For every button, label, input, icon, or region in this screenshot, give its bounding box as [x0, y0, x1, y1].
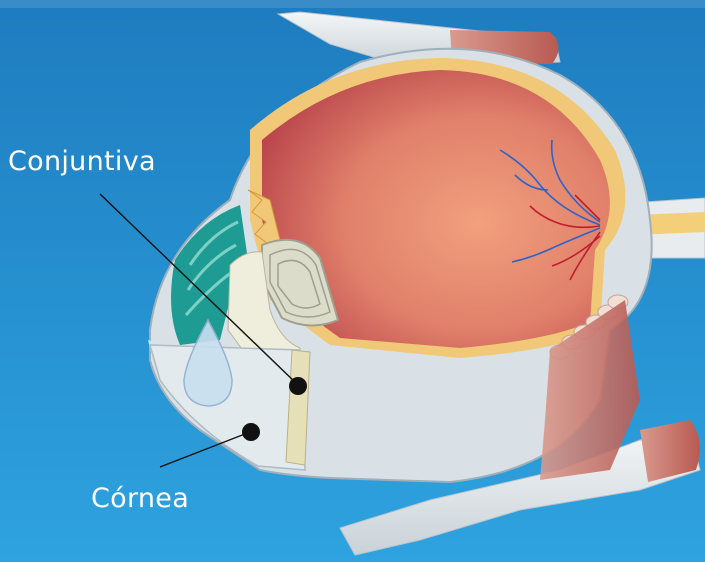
- cornea-label: Córnea: [91, 483, 189, 514]
- conjuntiva-label: Conjuntiva: [8, 146, 156, 177]
- conjuntiva-pointer-dot: [289, 377, 307, 395]
- cornea-pointer-dot: [242, 423, 260, 441]
- top-edge-band: [0, 0, 705, 8]
